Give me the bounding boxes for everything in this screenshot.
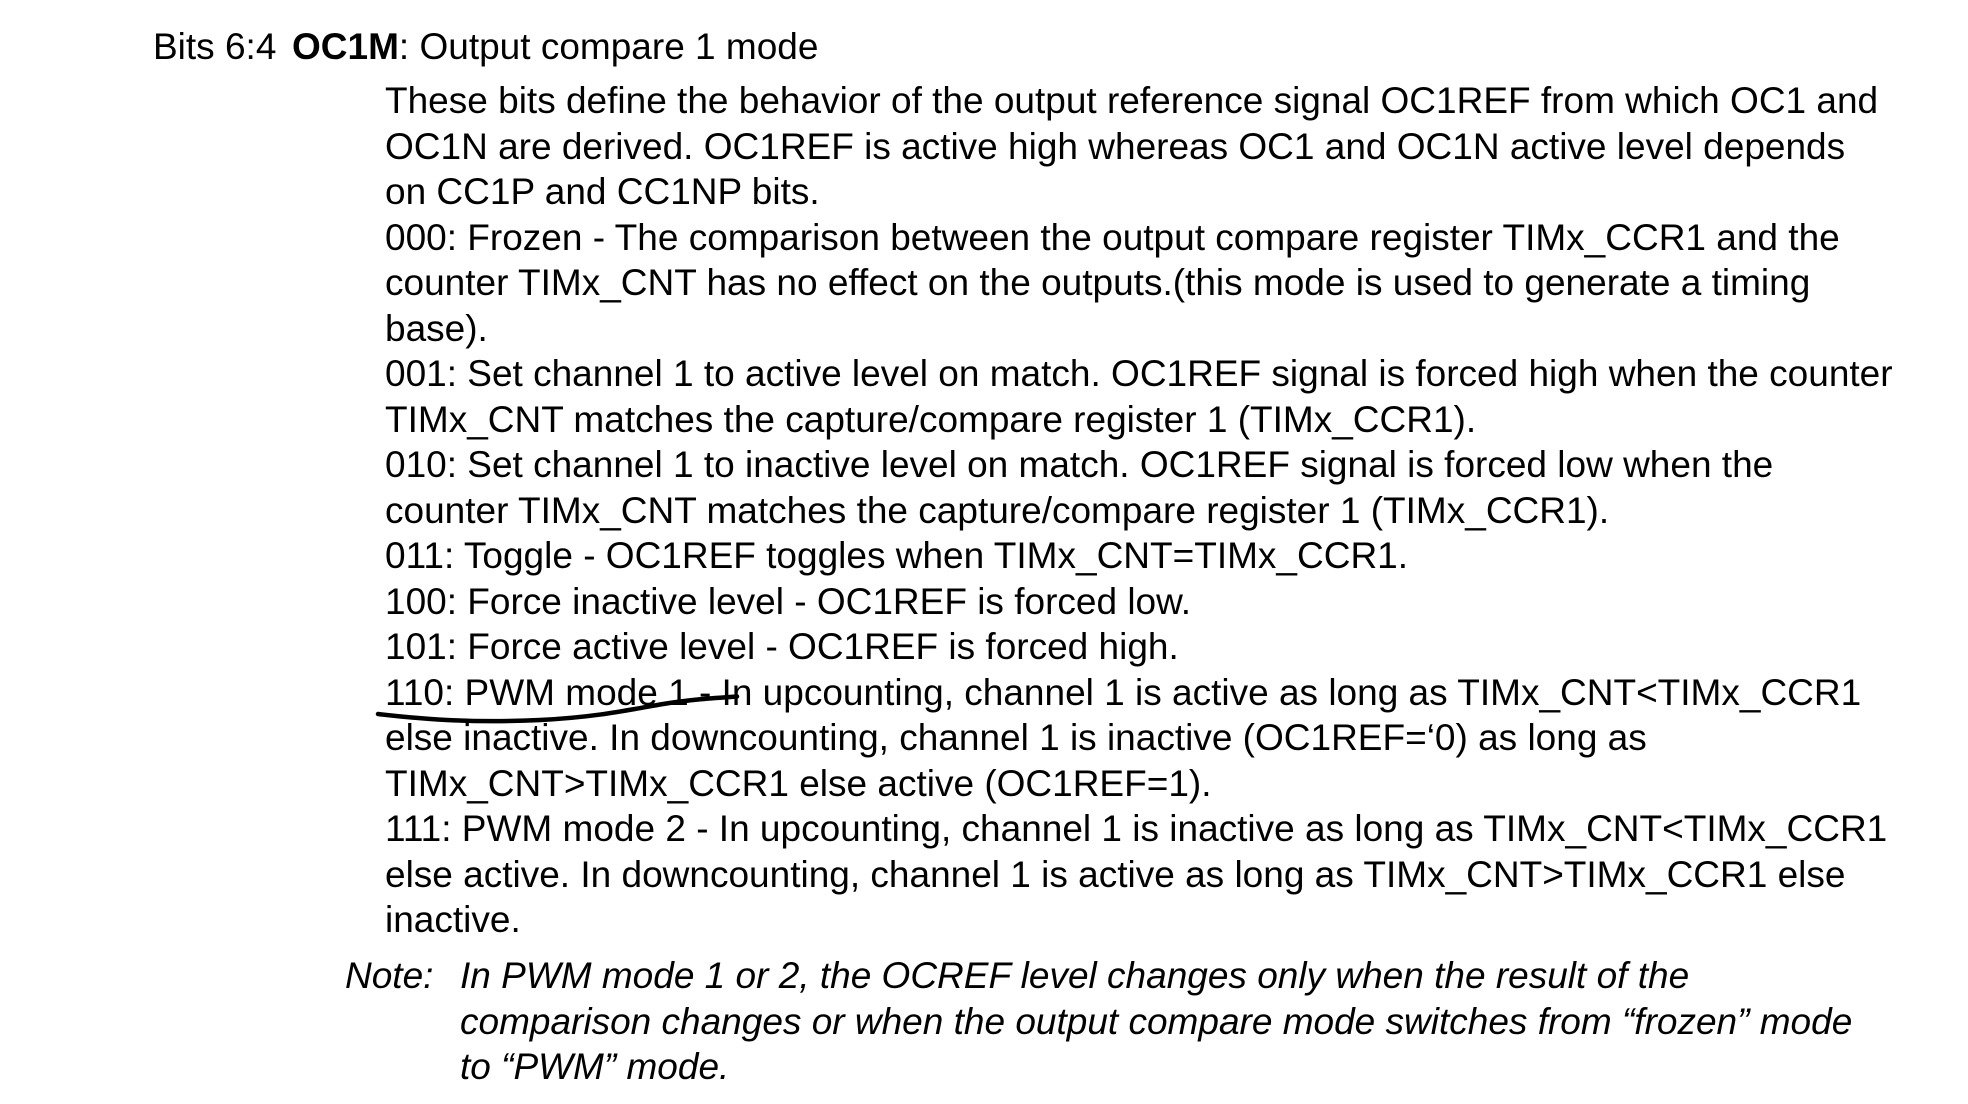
description-line: 100: Force inactive level - OC1REF is fo… <box>385 580 1192 622</box>
description-line: counter TIMx_CNT has no effect on the ou… <box>385 262 1811 303</box>
description-line: 111: PWM mode 2 - In upcounting, channel… <box>385 808 1888 849</box>
field-description: These bits define the behavior of the ou… <box>385 78 1893 943</box>
field-title-rest: : Output compare 1 mode <box>398 26 819 67</box>
description-line: else active. In downcounting, channel 1 … <box>385 853 1846 895</box>
description-line-pwm-mode-1: 110: PWM mode 1 - In upcounting, channel… <box>385 671 1862 713</box>
description-line: inactive. <box>385 899 521 940</box>
description-line: 010: Set channel 1 to inactive level on … <box>385 444 1774 485</box>
description-line: These bits define the behavior of the ou… <box>385 80 1879 121</box>
description-line: 101: Force active level - OC1REF is forc… <box>385 626 1179 667</box>
description-line: TIMx_CNT matches the capture/compare reg… <box>385 398 1477 440</box>
note-line: to “PWM” mode. <box>460 1046 730 1087</box>
description-line: OC1N are derived. OC1REF is active high … <box>385 125 1846 167</box>
description-line: else inactive. In downcounting, channel … <box>385 717 1647 758</box>
field-title: OC1M: Output compare 1 mode <box>292 24 818 70</box>
description-line: TIMx_CNT>TIMx_CCR1 else active (OC1REF=1… <box>385 762 1212 804</box>
description-line: 011: Toggle - OC1REF toggles when TIMx_C… <box>385 535 1409 576</box>
field-name: OC1M <box>292 26 399 67</box>
description-line: counter TIMx_CNT matches the capture/com… <box>385 489 1610 531</box>
note-section: Note: In PWM mode 1 or 2, the OCREF leve… <box>345 953 1852 1090</box>
note-line: comparison changes or when the output co… <box>460 1000 1853 1042</box>
description-line: on CC1P and CC1NP bits. <box>385 171 820 212</box>
description-line: base). <box>385 307 488 349</box>
note-label: Note: <box>345 955 434 996</box>
note-line: In PWM mode 1 or 2, the OCREF level chan… <box>460 955 1690 996</box>
bits-range-label: Bits 6:4 <box>153 26 277 67</box>
description-line: 001: Set channel 1 to active level on ma… <box>385 353 1893 394</box>
description-line: 000: Frozen - The comparison between the… <box>385 216 1840 258</box>
note-text: In PWM mode 1 or 2, the OCREF level chan… <box>460 953 1852 1090</box>
